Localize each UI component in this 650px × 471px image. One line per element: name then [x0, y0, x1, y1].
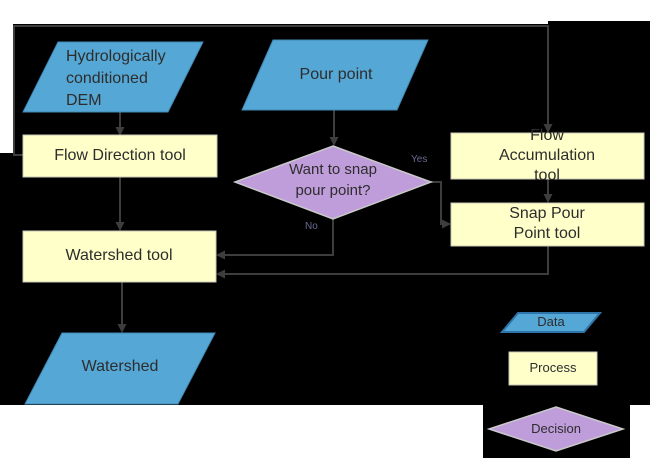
- arrowhead-snappourpoint-to-watershedtool: [216, 269, 225, 279]
- canvas-background-top-right-sliver: [548, 21, 650, 25]
- arrowhead-pourpoint-to-decision: [329, 137, 339, 146]
- arrowhead-watershedtool-to-watershed: [117, 324, 127, 333]
- edge-flowdirection-to-flowaccumulation: [13, 25, 549, 156]
- edge-snappourpoint-to-watershedtool: [225, 246, 549, 275]
- arrowhead-flowaccumulation-to-snappourpoint: [543, 194, 553, 203]
- node-flowdirection-label: Flow Direction tool: [54, 147, 186, 164]
- legend-decision-label: Decision: [531, 421, 581, 436]
- node-watershedtool-label: Watershed tool: [65, 247, 173, 264]
- arrowhead-flowdirection-to-flowaccumulation: [543, 124, 553, 133]
- branch-label-no: No: [305, 221, 318, 232]
- node-watershedtool-shape: [22, 230, 217, 283]
- node-flowaccumulation-shape: [450, 132, 645, 180]
- node-snappourpoint-shape: [450, 202, 645, 247]
- arrowhead-flowdirection-to-watershedtool: [115, 222, 125, 231]
- node-flowaccumulation-label: Flow Accumulation tool: [498, 127, 596, 184]
- node-watershed-shape: [24, 332, 216, 405]
- arrowhead-dem-to-flowdirection: [115, 127, 125, 136]
- legend-decision-shape: [486, 406, 626, 452]
- node-dem-label: Hydrologically conditioned DEM: [66, 48, 166, 109]
- edge-decision-no-to-watershedtool: [225, 219, 334, 256]
- legend-process-shape: [508, 351, 598, 386]
- legend-data-label: Data: [537, 314, 565, 329]
- node-pourpoint-label: Pour point: [299, 66, 373, 83]
- arrowhead-decision-no-to-watershedtool: [216, 250, 225, 260]
- node-decision-label: Want to snap pour point?: [289, 161, 377, 199]
- node-snappourpoint-label: Snap Pour Point tool: [509, 205, 585, 242]
- legend-data-shape: [499, 312, 603, 333]
- branch-label-yes: Yes: [411, 154, 428, 165]
- edge-decision-yes-to-snappourpoint: [431, 181, 442, 225]
- arrowhead-decision-yes-to-snappourpoint: [442, 219, 451, 229]
- legend-process-label: Process: [529, 360, 577, 375]
- node-pourpoint-shape: [241, 39, 429, 111]
- node-watershed-label: Watershed: [81, 358, 159, 375]
- node-flowdirection-shape: [22, 134, 218, 178]
- node-decision-shape: [232, 145, 434, 220]
- node-dem-shape: [22, 41, 204, 113]
- canvas-background-left-strip: [0, 153, 13, 405]
